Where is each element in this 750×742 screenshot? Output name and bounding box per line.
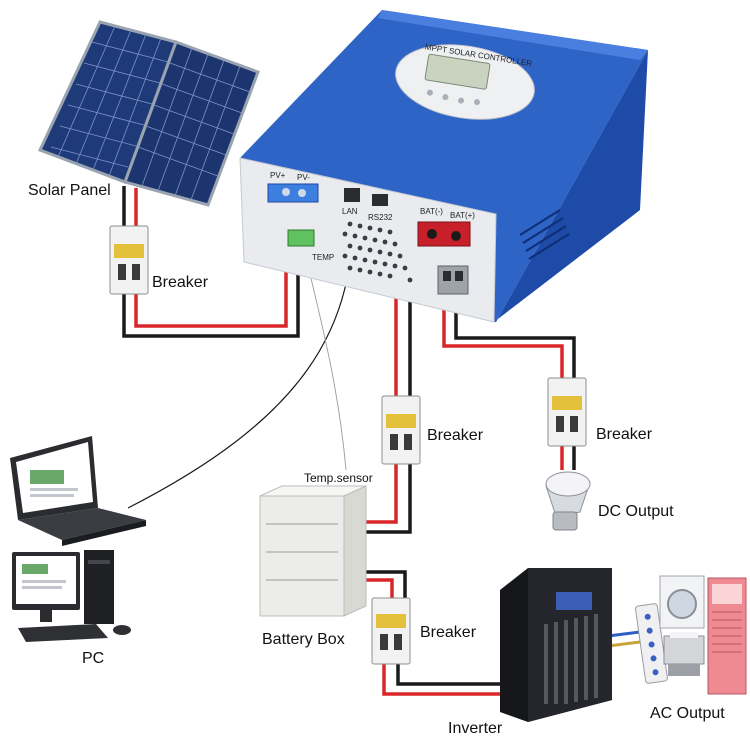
label-inverter: Inverter: [448, 720, 503, 737]
breaker-3: [381, 395, 421, 465]
dc-output-bulb: [545, 471, 591, 531]
label-breaker-1: Breaker: [152, 274, 209, 291]
load-terminal: [437, 265, 469, 295]
port-pv-plus: PV+: [270, 171, 286, 180]
front-vent: [342, 221, 413, 283]
breaker-1: [109, 225, 149, 295]
port-rs232: RS232: [368, 213, 393, 222]
temp-terminal: [287, 229, 315, 247]
port-bat-minus: BAT(-): [420, 207, 443, 216]
label-dc-output: DC Output: [598, 503, 674, 520]
breaker-4: [371, 597, 411, 665]
port-temp: TEMP: [312, 253, 334, 262]
pv-terminal-block: [267, 183, 319, 203]
printer: [663, 632, 705, 676]
breaker-2: [547, 377, 587, 447]
washing-machine: [659, 575, 705, 629]
label-breaker-3: Breaker: [427, 427, 484, 444]
port-pv-minus: PV-: [297, 173, 310, 182]
air-conditioner: [707, 577, 747, 695]
lan-port: [344, 188, 360, 202]
label-temp-sensor: Temp.sensor: [304, 471, 373, 485]
label-pc: PC: [82, 650, 104, 667]
rs232-port: [372, 194, 388, 206]
desktop-pc: [12, 550, 131, 642]
label-solar-panel: Solar Panel: [28, 182, 111, 199]
port-lan: LAN: [342, 207, 358, 216]
power-strip: [635, 603, 668, 684]
battery-terminal-block: [417, 221, 471, 247]
laptop: [10, 436, 146, 546]
inverter: [500, 568, 612, 722]
label-breaker-4: Breaker: [420, 624, 477, 641]
label-ac-output: AC Output: [650, 705, 725, 722]
port-bat-plus: BAT(+): [450, 211, 475, 220]
mppt-controller: MPPT SOLAR CONTROLLER PV+ PV-: [239, 10, 648, 323]
battery-box: [259, 485, 367, 617]
solar-panel: [37, 20, 260, 207]
label-breaker-2: Breaker: [596, 426, 653, 443]
label-battery-box: Battery Box: [262, 631, 345, 648]
